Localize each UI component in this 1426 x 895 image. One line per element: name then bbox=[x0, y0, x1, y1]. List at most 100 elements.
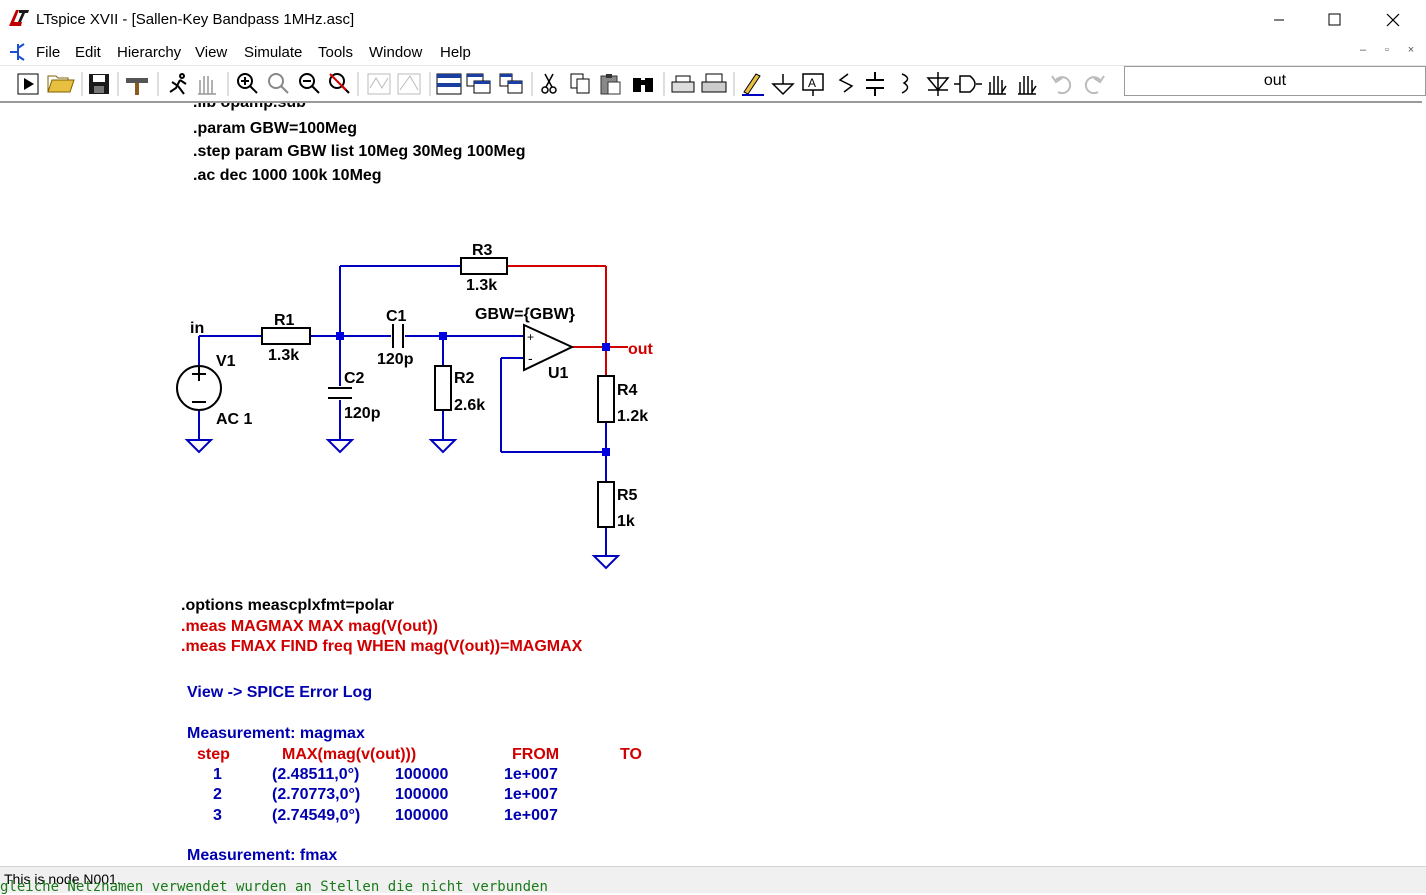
ltspice-logo-icon bbox=[9, 10, 29, 26]
voltage-source-v1[interactable]: V1 AC 1 bbox=[176, 353, 253, 428]
resistor-r3[interactable]: R3 1.3k bbox=[460, 242, 508, 294]
wires-red-out-net[interactable] bbox=[507, 265, 628, 376]
title-bar: LTspice XVII - [Sallen-Key Bandpass 1MHz… bbox=[0, 0, 1426, 40]
diode-icon[interactable] bbox=[926, 72, 950, 96]
directive-meas-magmax[interactable]: .meas MAGMAX MAX mag(V(out)) bbox=[181, 618, 438, 635]
mdi-restore-button[interactable]: ▫ bbox=[1385, 44, 1389, 56]
directive-lib-partial[interactable]: .lib opamp.sub bbox=[193, 103, 306, 111]
junction-node-n001 bbox=[336, 332, 344, 340]
maximize-button[interactable] bbox=[1305, 0, 1363, 40]
resistor-r2[interactable]: R2 2.6k bbox=[434, 365, 485, 414]
comment-hint[interactable]: View -> SPICE Error Log bbox=[187, 684, 372, 701]
maximize-icon bbox=[1328, 13, 1341, 26]
capacitor-icon[interactable] bbox=[866, 72, 884, 96]
opamp-u1[interactable]: + - U1 GBW={GBW} bbox=[475, 306, 575, 382]
directive-step[interactable]: .step param GBW list 10Meg 30Meg 100Meg bbox=[193, 143, 526, 160]
menu-help[interactable]: Help bbox=[440, 44, 471, 61]
undo-icon[interactable] bbox=[1051, 75, 1072, 95]
find-icon[interactable] bbox=[633, 78, 653, 92]
net-label-in[interactable]: in bbox=[190, 320, 204, 337]
directive-options[interactable]: .options meascplxfmt=polar bbox=[181, 597, 394, 614]
row3-step: 3 bbox=[213, 807, 222, 824]
cut-icon[interactable] bbox=[541, 73, 557, 94]
menu-file[interactable]: File bbox=[36, 44, 61, 61]
capacitor-c1[interactable]: C1 120p bbox=[377, 308, 414, 368]
measurement-fmax-title[interactable]: Measurement: fmax bbox=[187, 847, 337, 864]
redo-icon[interactable] bbox=[1084, 75, 1105, 95]
row3-max: (2.74549,0°) bbox=[272, 807, 360, 824]
drag-hand-icon[interactable] bbox=[1018, 76, 1037, 95]
cascade-icon[interactable] bbox=[466, 73, 491, 94]
print-icon[interactable] bbox=[701, 73, 727, 93]
row3-to: 1e+007 bbox=[504, 807, 558, 824]
row2-step: 2 bbox=[213, 786, 222, 803]
row2-max: (2.70773,0°) bbox=[272, 786, 360, 803]
u1-param: GBW={GBW} bbox=[475, 306, 575, 323]
pan-hand-icon[interactable] bbox=[198, 76, 216, 95]
minimize-icon bbox=[1274, 19, 1284, 21]
waveform-alt-icon[interactable] bbox=[397, 73, 421, 95]
zoom-fit-icon[interactable] bbox=[268, 73, 289, 94]
resistor-icon[interactable] bbox=[838, 73, 854, 93]
svg-text:A: A bbox=[808, 76, 816, 90]
close-button[interactable] bbox=[1364, 0, 1422, 40]
svg-text:+: + bbox=[527, 330, 534, 344]
mdi-minimize-button[interactable]: – bbox=[1359, 44, 1367, 56]
control-panel-icon[interactable] bbox=[126, 78, 148, 95]
status-text: This is node N001. bbox=[4, 871, 121, 887]
svg-text:-: - bbox=[528, 350, 533, 366]
table-header-to: TO bbox=[620, 746, 642, 763]
resistor-r5[interactable]: R5 1k bbox=[597, 481, 638, 530]
draw-wire-icon[interactable] bbox=[742, 73, 764, 96]
row1-to: 1e+007 bbox=[504, 766, 558, 783]
component-icon[interactable] bbox=[954, 75, 982, 93]
menu-edit[interactable]: Edit bbox=[75, 44, 101, 61]
r4-name: R4 bbox=[617, 382, 638, 399]
table-header-from: FROM bbox=[512, 746, 559, 763]
row1-max: (2.48511,0°) bbox=[272, 766, 359, 783]
menu-hierarchy[interactable]: Hierarchy bbox=[117, 44, 182, 61]
run-icon[interactable] bbox=[17, 73, 39, 95]
menu-view[interactable]: View bbox=[195, 44, 228, 61]
net-name-field[interactable] bbox=[1124, 66, 1426, 96]
copy-icon[interactable] bbox=[570, 73, 590, 94]
move-hand-icon[interactable] bbox=[988, 76, 1007, 95]
zoom-cancel-icon[interactable] bbox=[329, 73, 350, 94]
open-icon[interactable] bbox=[47, 75, 75, 93]
resistor-r1[interactable]: R1 1.3k bbox=[261, 312, 311, 364]
ground-icon[interactable] bbox=[771, 74, 795, 96]
run-man-icon[interactable] bbox=[169, 73, 187, 95]
resistor-r4[interactable]: R4 1.2k bbox=[597, 375, 648, 425]
waveform-icon[interactable] bbox=[367, 73, 391, 95]
menu-tools[interactable]: Tools bbox=[318, 44, 354, 61]
mdi-document-icon[interactable] bbox=[6, 42, 26, 62]
r2-value: 2.6k bbox=[454, 397, 485, 414]
directive-param[interactable]: .param GBW=100Meg bbox=[193, 120, 357, 137]
tile-vertical-icon[interactable] bbox=[499, 73, 523, 94]
directive-meas-fmax[interactable]: .meas FMAX FIND freq WHEN mag(V(out))=MA… bbox=[181, 638, 583, 655]
menu-window[interactable]: Window bbox=[369, 44, 423, 61]
inductor-icon[interactable] bbox=[901, 73, 909, 94]
net-label-out[interactable]: out bbox=[628, 341, 654, 358]
print-preview-icon[interactable] bbox=[671, 75, 695, 93]
tile-horizontal-icon[interactable] bbox=[436, 73, 462, 95]
r4-value: 1.2k bbox=[617, 408, 648, 425]
directive-ac[interactable]: .ac dec 1000 100k 10Meg bbox=[193, 167, 382, 184]
measurement-magmax-title[interactable]: Measurement: magmax bbox=[187, 725, 365, 742]
window-title: LTspice XVII - [Sallen-Key Bandpass 1MHz… bbox=[36, 11, 355, 28]
zoom-in-icon[interactable] bbox=[237, 73, 258, 94]
minimize-button[interactable] bbox=[1250, 0, 1308, 40]
paste-icon[interactable] bbox=[600, 74, 621, 95]
zoom-out-icon[interactable] bbox=[299, 73, 320, 94]
save-icon[interactable] bbox=[89, 74, 109, 94]
mdi-close-button[interactable]: × bbox=[1407, 44, 1415, 56]
c1-value: 120p bbox=[377, 351, 414, 368]
menu-simulate[interactable]: Simulate bbox=[244, 44, 303, 61]
schematic-canvas[interactable]: .lib opamp.sub .param GBW=100Meg .step p… bbox=[0, 103, 1422, 866]
ground-symbol[interactable] bbox=[184, 439, 621, 570]
r2-name: R2 bbox=[454, 370, 475, 387]
row2-at: 100000 bbox=[395, 786, 448, 803]
row1-step: 1 bbox=[213, 766, 222, 783]
label-net-icon[interactable]: A bbox=[802, 73, 824, 96]
capacitor-c2[interactable]: C2 120p bbox=[328, 370, 381, 422]
